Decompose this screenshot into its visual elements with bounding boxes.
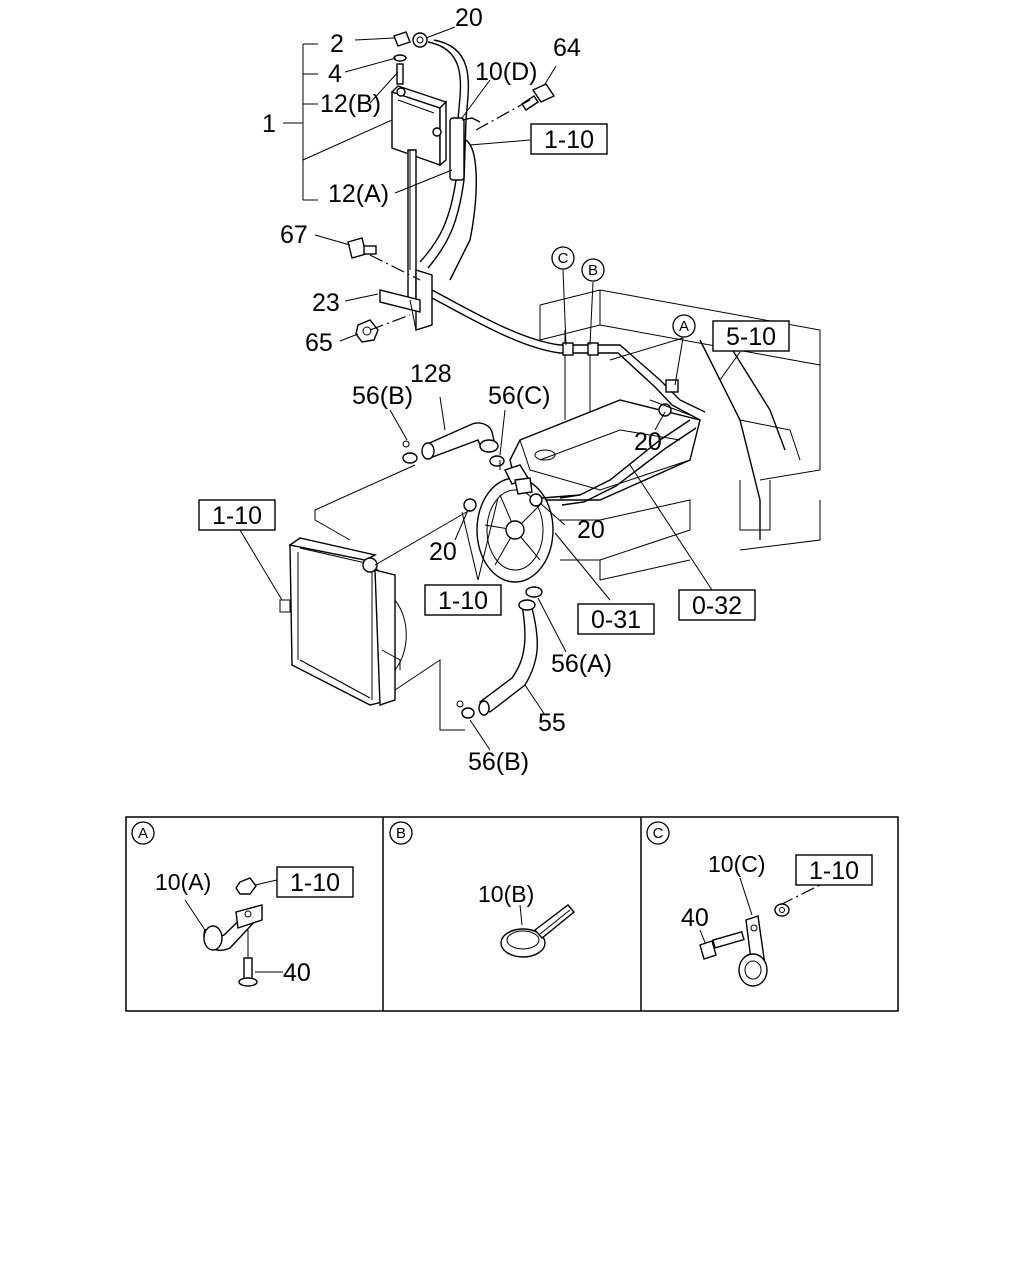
svg-text:1-10: 1-10: [212, 502, 262, 530]
callout-64: 64: [553, 34, 581, 62]
hose-128: [421, 422, 499, 460]
fitting-2: [393, 31, 411, 47]
clamp-56c: [489, 455, 505, 467]
bracket-23: [379, 149, 433, 331]
clamp-56b-bottom: [456, 700, 475, 719]
ref-box-1-10-top: 1-10: [530, 123, 608, 155]
callout-labels: 20 2 4 12(B) 1 10(D) 64 12(A) 67 23 65 1…: [262, 4, 662, 776]
clamp-56b-top: [402, 440, 418, 464]
callout-20-right: 20: [634, 428, 662, 456]
detail-c-part-label: 10(C): [708, 851, 766, 877]
clamp-20-fan-left: [463, 498, 477, 512]
detail-panel-a: A 10(A) 1-10 40: [131, 821, 354, 987]
detail-a-part-label: 10(A): [155, 869, 211, 895]
circle-ref-a: A: [672, 314, 696, 338]
ref-box-1-10-left: 1-10: [198, 499, 276, 531]
callout-20-top: 20: [455, 4, 483, 32]
detail-panels: [125, 816, 899, 1012]
circle-ref-c: C: [551, 246, 575, 270]
leader-lines: [239, 26, 741, 751]
clamp-20-right: [649, 399, 691, 417]
svg-text:5-10: 5-10: [726, 323, 776, 351]
svg-text:0-32: 0-32: [692, 592, 742, 620]
bolt-64: [521, 83, 556, 111]
callout-67: 67: [280, 221, 308, 249]
callout-56a: 56(A): [551, 650, 612, 678]
callout-128: 128: [410, 360, 452, 388]
ref-box-0-32: 0-32: [678, 589, 756, 621]
hose-55: [478, 599, 539, 716]
callout-12b: 12(B): [320, 90, 381, 118]
callout-23: 23: [312, 289, 340, 317]
svg-text:0-31: 0-31: [591, 606, 641, 634]
clamp-56a: [525, 586, 543, 598]
svg-text:A: A: [138, 825, 148, 842]
fan: [476, 477, 554, 583]
clamp-20-top: [412, 32, 428, 48]
detail-c-bolt-label: 40: [681, 904, 709, 932]
cooler-hoses: [419, 39, 481, 281]
nut-65: [355, 319, 379, 343]
washer-4: [393, 54, 407, 62]
callout-65: 65: [305, 329, 333, 357]
svg-text:1-10: 1-10: [438, 587, 488, 615]
svg-text:B: B: [396, 825, 406, 842]
clamp-20-fan-right: [529, 493, 581, 507]
detail-panel-c: C 10(C) 1-10 40: [646, 821, 873, 987]
detail-b-part-label: 10(B): [478, 881, 534, 907]
engine-frame-outline: [539, 289, 821, 551]
callout-20-fan-right: 20: [577, 516, 605, 544]
svg-text:1-10: 1-10: [544, 126, 594, 154]
callout-1: 1: [262, 110, 276, 138]
bolt-67: [347, 237, 377, 259]
ref-box-5-10: 5-10: [712, 320, 790, 352]
svg-text:A: A: [679, 318, 689, 335]
circle-ref-b: B: [581, 258, 605, 282]
thermostat-fitting: [504, 464, 533, 495]
assembly-lines: [314, 99, 831, 906]
callout-4: 4: [328, 60, 342, 88]
callout-12a: 12(A): [328, 180, 389, 208]
callout-10d: 10(D): [475, 58, 538, 86]
oil-cooler: [390, 85, 448, 167]
tube-12b: [396, 63, 404, 85]
ref-box-0-31: 0-31: [577, 603, 655, 635]
callout-56b-bottom: 56(B): [468, 748, 529, 776]
detail-a-bolt-label: 40: [283, 959, 311, 987]
svg-text:C: C: [653, 825, 664, 842]
radiator: [279, 537, 407, 706]
callout-56b-top: 56(B): [352, 382, 413, 410]
svg-text:C: C: [558, 250, 569, 267]
svg-text:B: B: [588, 262, 598, 279]
callout-56c: 56(C): [488, 382, 551, 410]
oil-pipe: [431, 289, 706, 421]
callout-20-fan-left: 20: [429, 538, 457, 566]
callout-55: 55: [538, 709, 566, 737]
callout-2: 2: [330, 30, 344, 58]
detail-c-ref: 1-10: [809, 857, 859, 885]
detail-panel-b: B 10(B): [389, 821, 575, 958]
ref-box-1-10-fan: 1-10: [424, 584, 502, 616]
detail-a-ref: 1-10: [290, 869, 340, 897]
